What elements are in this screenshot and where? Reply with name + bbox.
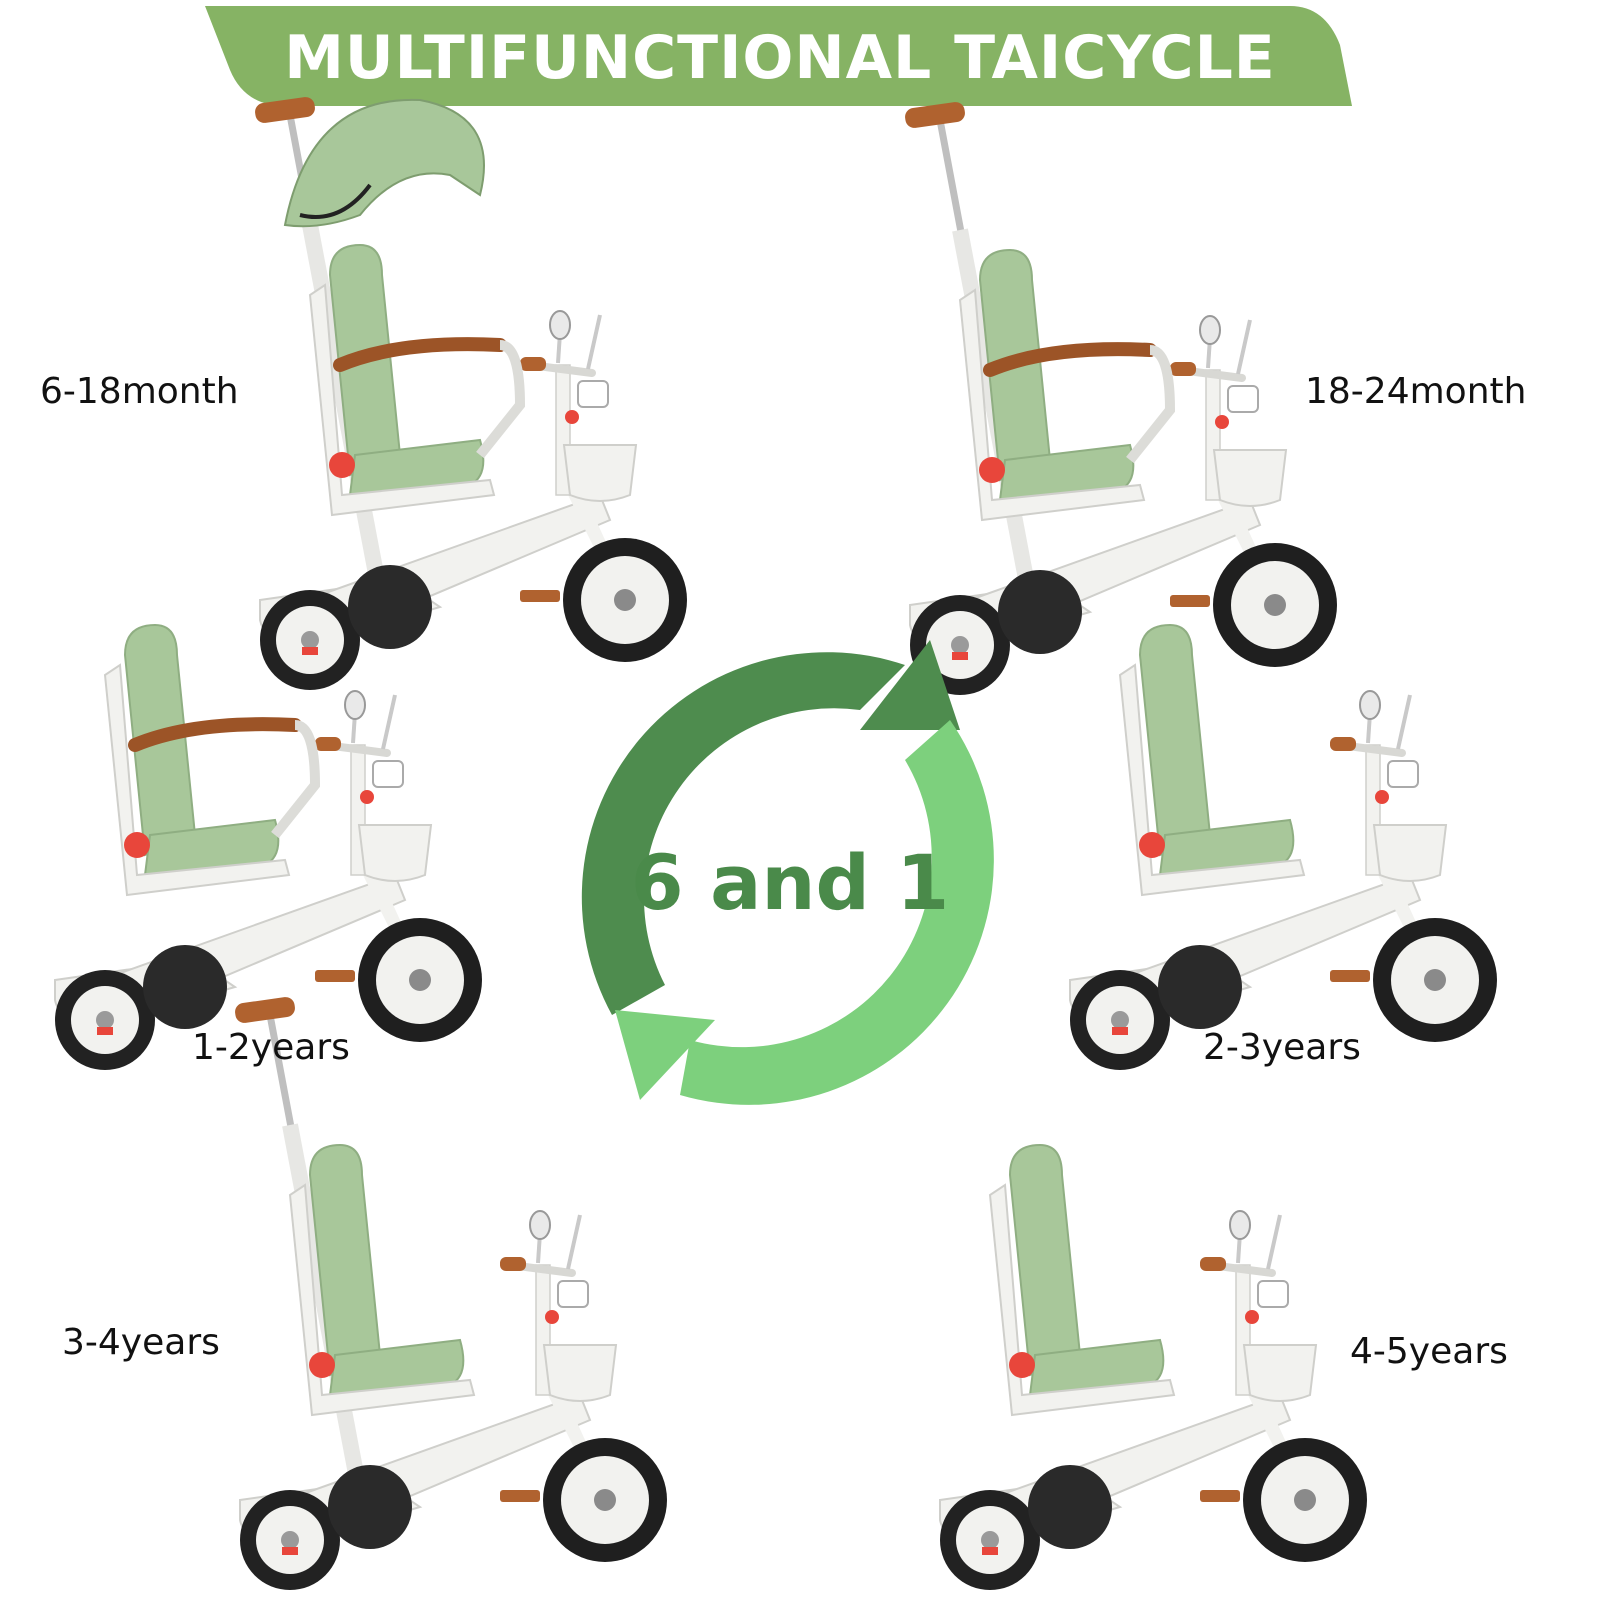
cycle-arrow-dark [581, 652, 905, 1015]
stage-label-4-5years: 4-5years [1350, 1331, 1508, 1372]
stage-label-3-4years: 3-4years [62, 1322, 220, 1363]
center-slogan: 6 and 1 [630, 838, 950, 927]
stage-label-6-18month: 6-18month [40, 371, 239, 412]
banner-background [205, 6, 1352, 106]
banner [205, 6, 1352, 106]
stage-label-1-2years: 1-2years [192, 1027, 350, 1068]
banner-title: MULTIFUNCTIONAL TAICYCLE [284, 23, 1276, 93]
stage-label-18-24month: 18-24month [1305, 371, 1527, 412]
cycle-arrow-light-head [615, 1010, 715, 1100]
cycle-arrow-dark-head [860, 640, 960, 730]
cycle-arrow-light [680, 720, 994, 1105]
stage-label-2-3years: 2-3years [1203, 1027, 1361, 1068]
